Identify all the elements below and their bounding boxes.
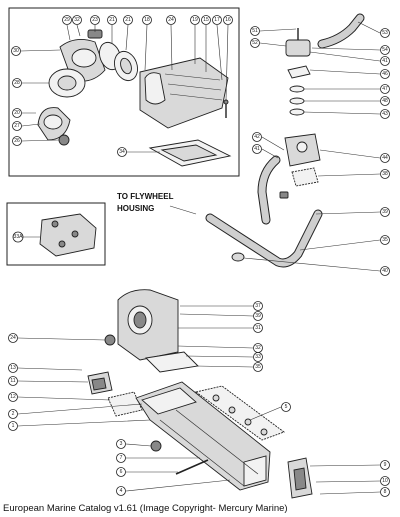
flywheel-label-line1: TO FLYWHEEL (117, 192, 174, 201)
callout-label: 40 (382, 268, 388, 274)
clamp-small (279, 191, 289, 199)
callout-label: 39 (382, 209, 388, 215)
flywheel-label-line2: HOUSING (117, 204, 154, 213)
riser-block (117, 289, 179, 361)
callout-label: 35 (382, 237, 388, 243)
flywheel-leader (169, 205, 197, 215)
inset-elbow-part (39, 213, 97, 257)
callout-label: 15 (203, 17, 209, 23)
callout-label: 52 (252, 40, 258, 46)
o-rings-stack (289, 85, 305, 116)
callout-34: 34 (117, 147, 160, 157)
callout-label: 13 (10, 365, 16, 371)
callout-label: 11 (10, 378, 15, 384)
callout-label: 46 (382, 71, 388, 77)
callout-label: 51 (252, 28, 258, 34)
callouts-right-column: 51 52 53 54 41 46 47 48 43 42 41 44 38 3… (243, 21, 390, 276)
curved-hose-left (257, 155, 281, 225)
callouts-top-row: 29 32 23 21 21 18 24 19 15 17 16 (62, 15, 233, 101)
callout-label: 32 (74, 17, 80, 23)
small-gasket-46 (287, 65, 311, 79)
callout-label: 17 (214, 17, 220, 23)
callouts-left-column: 30 28 20 27 26 (11, 46, 61, 146)
exhaust-elbow-main (139, 57, 229, 129)
elbow-lower (37, 107, 71, 141)
gasket-12 (107, 391, 143, 417)
callout-label: 12 (10, 394, 16, 400)
fitting-40 (231, 252, 245, 262)
callout-label: 43 (382, 111, 388, 117)
callout-label: 27 (14, 123, 20, 129)
small-nut (58, 134, 70, 146)
gasket-38 (291, 167, 319, 187)
callout-label: 47 (382, 86, 388, 92)
callout-label: 21 (109, 17, 115, 23)
callout-label: 24 (168, 17, 174, 23)
callout-label: 34 (119, 149, 125, 155)
callout-label: 16 (225, 17, 231, 23)
callout-label: 8 (384, 489, 387, 495)
callout-label: 41 (382, 58, 388, 64)
callout-label: 18 (144, 17, 150, 23)
callout-label: 44 (382, 155, 388, 161)
callout-label: 23 (92, 17, 98, 23)
callout-label: 37 (255, 303, 261, 309)
callouts-bottom-right: 37 39 31 32 33 35 5 9 10 8 (177, 301, 390, 497)
gasket-rings-pair (99, 41, 138, 82)
callout-label: 24 (10, 335, 16, 341)
callout-label: 9 (384, 462, 387, 468)
callout-label: 26 (14, 138, 20, 144)
callouts-bottom-left: 24 13 11 12 2 1 3 7 6 4 (8, 333, 231, 496)
callout-label: 3 (120, 441, 123, 447)
callout-label: 48 (382, 98, 388, 104)
callout-label: 28 (14, 80, 20, 86)
callout-label: 4 (120, 488, 123, 494)
callout-label: 42 (254, 134, 260, 140)
callout-label: 10 (382, 478, 388, 484)
callout-label: 1 (12, 423, 15, 429)
image-caption: European Marine Catalog v1.61 (Image Cop… (3, 503, 288, 514)
screw-vertical (223, 99, 229, 118)
manifold-gasket-5 (194, 385, 285, 441)
callout-label: 21 (125, 17, 131, 23)
exhaust-manifold (135, 381, 271, 491)
callout-label: 39 (255, 313, 261, 319)
callout-label: 33A (14, 234, 24, 240)
callout-label: 31 (255, 325, 261, 331)
callout-33a: 33A (12, 231, 40, 243)
thermostat-housing (284, 133, 321, 167)
callout-label: 32 (255, 345, 261, 351)
callout-label: 54 (382, 47, 388, 53)
callout-label: 38 (382, 171, 388, 177)
top-hose (317, 13, 365, 49)
callout-label: 6 (120, 469, 123, 475)
hose-fitting-top (285, 28, 311, 57)
callout-label: 20 (14, 110, 20, 116)
small-plug-24 (104, 334, 116, 346)
callout-label: 30 (13, 48, 19, 54)
callout-label: 53 (382, 30, 388, 36)
callout-label: 41 (254, 146, 260, 152)
plug-3 (150, 440, 162, 452)
stud-6 (175, 459, 209, 475)
cover-plate-11 (87, 371, 113, 395)
gasket-ring-large (48, 68, 86, 98)
gasket-plate (148, 139, 232, 167)
inset-frame (6, 202, 106, 266)
callout-label: 33 (255, 354, 261, 360)
top-assembly-frame (8, 7, 240, 177)
callout-label: 35 (255, 364, 261, 370)
callout-label: 5 (285, 404, 288, 410)
end-cover-9 (287, 457, 313, 499)
callout-label: 2 (12, 411, 15, 417)
callout-label: 19 (192, 17, 198, 23)
callout-label: 29 (64, 17, 70, 23)
callout-label: 7 (120, 455, 123, 461)
